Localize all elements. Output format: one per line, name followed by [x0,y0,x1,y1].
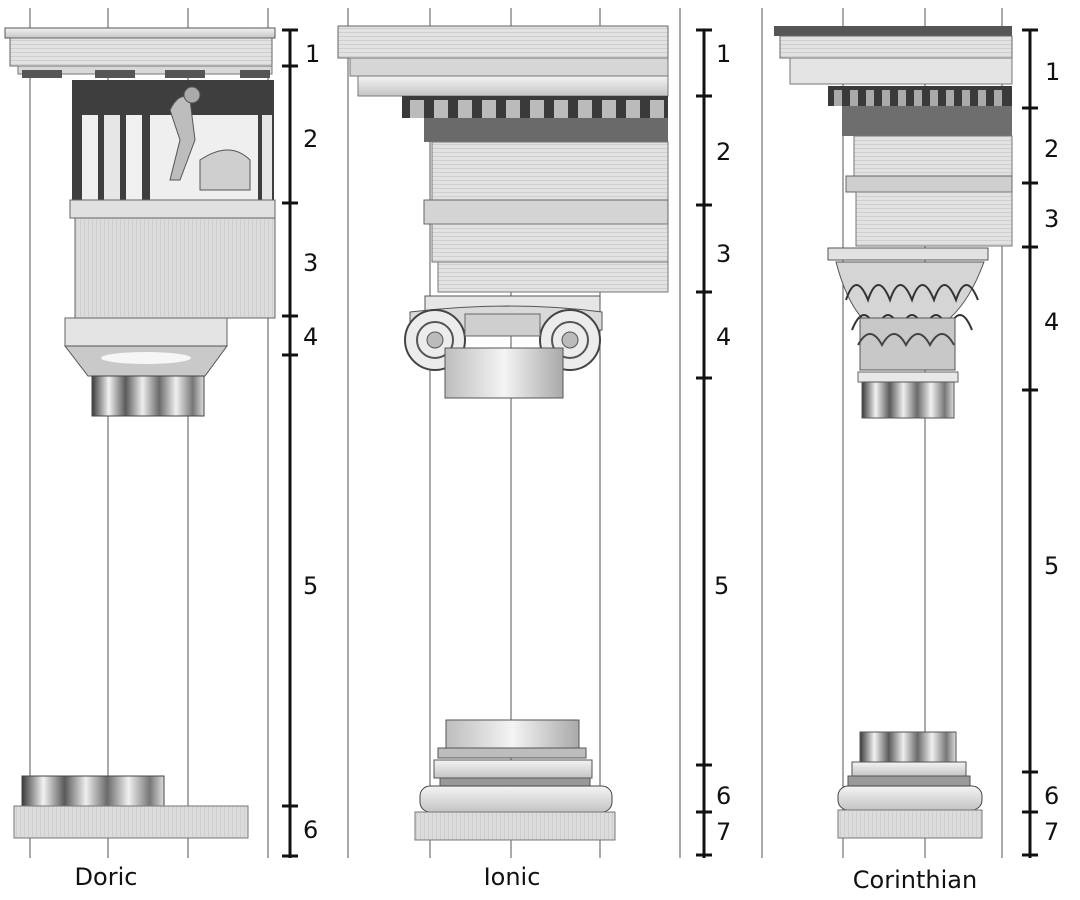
corinthian-scale-bar [1022,28,1038,858]
ionic-scale-label: 3 [716,240,731,268]
doric-scale-bar [282,28,298,858]
ionic-base [414,719,616,841]
ionic-scale-label: 4 [716,323,731,351]
corinthian-scale-label: 4 [1044,308,1059,336]
corinthian-order: 1 2 3 4 5 6 7 Corinthian [761,8,1060,894]
ionic-scale-label: 2 [716,138,731,166]
doric-scale-label: 2 [303,125,318,153]
corinthian-dentils [828,86,1012,106]
ionic-scale-label: 6 [716,782,731,810]
doric-scale-label: 1 [305,40,320,68]
doric-scale-label: 6 [303,816,318,844]
ionic-architrave [423,199,669,293]
corinthian-base [837,731,983,839]
ionic-order: 1 2 3 4 5 6 7 Ionic [337,8,731,891]
doric-scale-label: 5 [303,572,318,600]
corinthian-scale-label: 2 [1044,135,1059,163]
ionic-scale-labels: 1 2 3 4 5 6 7 [714,40,731,846]
corinthian-scale-label: 6 [1044,782,1059,810]
doric-shaft-base [13,775,249,839]
doric-scale-label: 4 [303,323,318,351]
corinthian-scale-label: 5 [1044,552,1059,580]
corinthian-order-name: Corinthian [853,866,977,894]
doric-cornice [4,27,276,78]
doric-order-name: Doric [75,863,138,891]
corinthian-cornice [774,26,1013,85]
corinthian-frieze [842,106,1013,177]
ionic-scale-label: 1 [716,40,731,68]
doric-scale-labels: 1 2 3 4 5 6 [303,40,320,844]
doric-scale-label: 3 [303,249,318,277]
corinthian-scale-label: 1 [1045,58,1060,86]
corinthian-scale-label: 7 [1044,818,1059,846]
doric-architrave [69,199,276,319]
doric-frieze [72,80,274,200]
ionic-frieze [424,118,669,201]
ionic-order-name: Ionic [484,863,541,891]
corinthian-scale-labels: 1 2 3 4 5 6 7 [1044,58,1060,846]
corinthian-architrave [845,175,1013,247]
ionic-scale-label: 7 [716,818,731,846]
corinthian-scale-label: 3 [1044,205,1059,233]
corinthian-capital [827,247,989,419]
ionic-cornice [337,25,669,97]
ionic-scale-bar [696,28,712,858]
doric-capital [63,317,228,417]
ionic-dentils [402,96,668,118]
ionic-scale-label: 5 [714,572,729,600]
ionic-capital [404,295,603,399]
doric-order: 1 2 3 4 5 6 Doric [4,8,320,891]
